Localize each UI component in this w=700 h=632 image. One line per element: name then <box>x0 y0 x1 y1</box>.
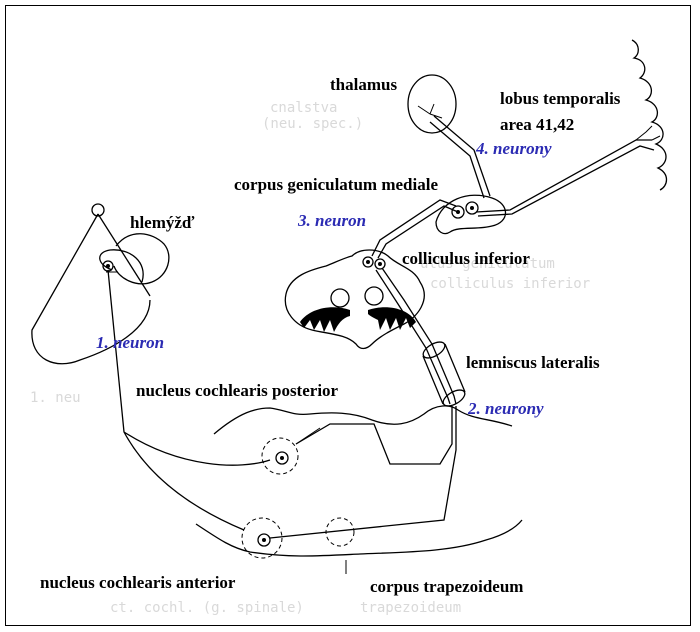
colliculus-inferior-label: colliculus inferior <box>402 249 530 268</box>
first-neuron-label: 1. neuron <box>96 333 164 352</box>
second-neuron-label: 2. neurony <box>467 399 544 418</box>
svg-text:1. neu: 1. neu <box>30 390 81 406</box>
hlemyzd-label: hlemýžď <box>130 213 195 232</box>
cortex-dendrite <box>636 126 660 140</box>
colliculus-nucleus-1 <box>366 260 370 264</box>
medulla-lower-outline <box>196 520 522 556</box>
thalamus-label: thalamus <box>330 75 397 94</box>
svg-text:(neu. spec.): (neu. spec.) <box>262 116 363 132</box>
nucleus-anterior-dot <box>262 538 266 542</box>
fourth-neuron-label: 4. neurony <box>475 139 552 158</box>
area-label: area 41,42 <box>500 115 574 134</box>
svg-text:trapezoideum: trapezoideum <box>360 600 461 616</box>
temporal-lobe-outline <box>632 40 667 190</box>
corpus-geniculatum-label: corpus geniculatum mediale <box>234 175 438 194</box>
nucleus-posterior-dot <box>280 456 284 460</box>
third-neuron-label: 3. neuron <box>297 211 366 230</box>
svg-text:ct. cochl. (g. spinale): ct. cochl. (g. spinale) <box>110 600 304 616</box>
aqueduct-left <box>331 289 349 307</box>
aqueduct-right <box>365 287 383 305</box>
substantia-nigra-right <box>368 307 416 330</box>
nucleus-posterior-boundary <box>262 438 298 474</box>
nucleus-anterior-label: nucleus cochlearis anterior <box>40 573 236 592</box>
corpus-trapezoideum-label: corpus trapezoideum <box>370 577 523 596</box>
posterior-connector <box>296 428 320 444</box>
geniculate-nucleus-2 <box>470 206 474 210</box>
thalamus-dendrite <box>418 104 442 118</box>
colliculus-nucleus-2 <box>378 262 382 266</box>
lobus-temporalis-label: lobus temporalis <box>500 89 621 108</box>
second-neuron-descending <box>270 406 456 538</box>
nucleus-posterior-label: nucleus cochlearis posterior <box>136 381 339 400</box>
svg-text:cnalstva: cnalstva <box>270 100 337 116</box>
first-neuron-path <box>108 270 270 530</box>
svg-text:colliculus inferior: colliculus inferior <box>430 276 590 292</box>
lemniscus-lateralis-label: lemniscus lateralis <box>466 353 600 372</box>
